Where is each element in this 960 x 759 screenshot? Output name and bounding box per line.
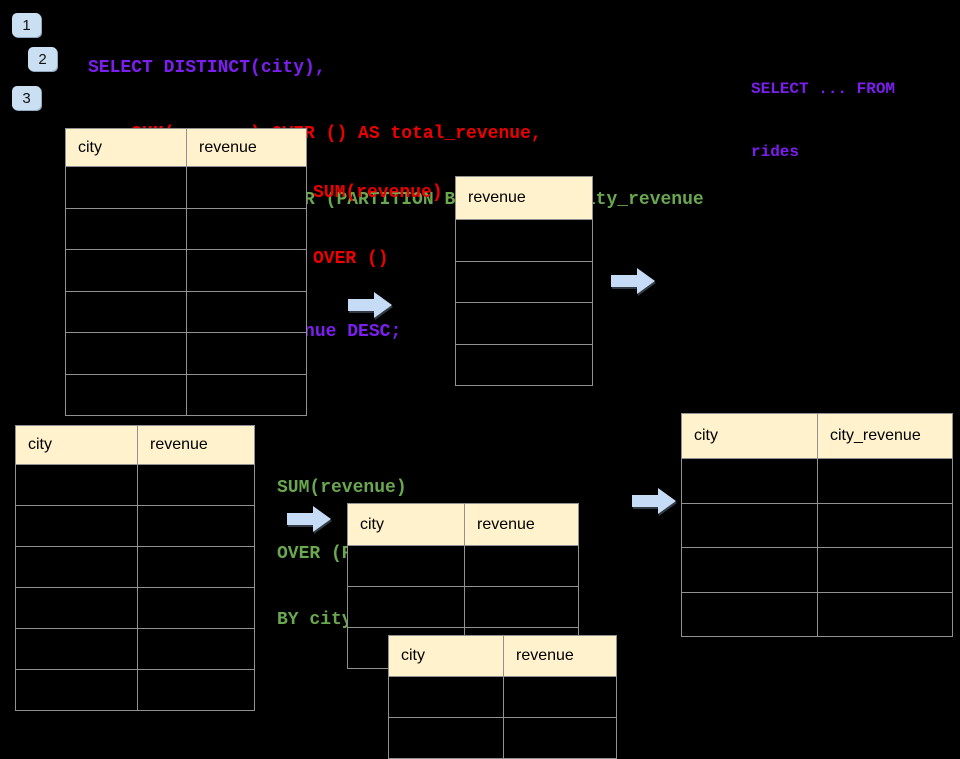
arrow-head (637, 268, 655, 294)
column-header-city-revenue: city_revenue (818, 414, 952, 458)
table-cell (16, 629, 137, 669)
table-cell (66, 374, 186, 415)
table-cell (16, 547, 137, 587)
table-cell (187, 250, 306, 291)
arrow-shaft (611, 275, 637, 287)
column-header-city: city (682, 414, 817, 458)
step-badge-3: 3 (12, 86, 41, 110)
table-cell (138, 465, 254, 505)
sql-code-line: SELECT DISTINCT(city), (88, 58, 326, 78)
step-badge-2-label: 2 (38, 50, 47, 68)
column-header-city: city (66, 129, 186, 166)
table-cell (818, 548, 952, 592)
annotation-line: SUM(revenue) (313, 183, 443, 203)
table-cell (66, 250, 186, 291)
table-cell (187, 208, 306, 249)
arrow-shaft (348, 299, 374, 311)
arrow-right-icon (348, 292, 392, 318)
table-cell (348, 587, 464, 627)
table-cell (66, 167, 186, 208)
arrow-shaft (632, 495, 658, 507)
table-cell (138, 547, 254, 587)
table-partition-overlap: city revenue (388, 635, 617, 759)
step-badge-1-label: 1 (22, 16, 31, 34)
table-total-revenue-result: revenue (455, 176, 593, 386)
step-badge-1: 1 (12, 13, 41, 37)
table-cell (818, 592, 952, 636)
table-cell (138, 670, 254, 710)
table-cell (465, 587, 578, 627)
table-cell (138, 588, 254, 628)
table-city-revenue-result: city city_revenue (681, 413, 953, 637)
column-header-revenue: revenue (187, 129, 306, 166)
annotation-line: OVER () (313, 249, 389, 269)
arrow-head (374, 292, 392, 318)
step-badge-2: 2 (28, 47, 57, 71)
table-cell (456, 344, 592, 385)
column-header-revenue: revenue (456, 177, 592, 219)
table-cell (456, 220, 592, 261)
table-cell (389, 718, 503, 758)
column-header-city: city (389, 636, 503, 676)
arrow-head (313, 506, 331, 532)
column-header-revenue: revenue (504, 636, 616, 676)
table-cell (682, 459, 817, 503)
table-cell (456, 261, 592, 302)
annotation-line: SUM(revenue) (277, 478, 407, 498)
table-cell (504, 718, 616, 758)
table-cell (682, 592, 817, 636)
table-cell (66, 291, 186, 332)
table-cell (682, 503, 817, 547)
arrow-head (658, 488, 676, 514)
column-header-city: city (348, 504, 464, 545)
table-cell (66, 333, 186, 374)
table-cell (682, 548, 817, 592)
table-cell (456, 303, 592, 344)
column-header-city: city (16, 426, 137, 464)
arrow-right-icon (632, 488, 676, 514)
annotation-sum-over-total: SUM(revenue) OVER () (313, 138, 443, 292)
table-cell (16, 506, 137, 546)
table-cell (16, 465, 137, 505)
table-cell (187, 333, 306, 374)
table-cell (138, 506, 254, 546)
table-rides-source-total: city revenue (65, 128, 307, 416)
arrow-right-icon (287, 506, 331, 532)
table-rides-source-partition: city revenue (15, 425, 255, 711)
table-cell (187, 291, 306, 332)
table-cell (818, 459, 952, 503)
table-cell (187, 167, 306, 208)
arrow-shaft (287, 513, 313, 525)
table-cell (504, 677, 616, 717)
column-header-revenue: revenue (465, 504, 578, 545)
step-badge-3-label: 3 (22, 89, 31, 107)
annotation-select-from-rides: SELECT ... FROM rides (751, 37, 895, 184)
table-cell (16, 588, 137, 628)
table-cell (348, 546, 464, 586)
table-cell (138, 629, 254, 669)
table-cell (818, 503, 952, 547)
arrow-right-icon (611, 268, 655, 294)
table-cell (465, 546, 578, 586)
table-cell (66, 208, 186, 249)
annotation-line: rides (751, 143, 800, 161)
annotation-line: SELECT ... FROM (751, 80, 896, 98)
table-cell (16, 670, 137, 710)
column-header-revenue: revenue (138, 426, 254, 464)
table-cell (187, 374, 306, 415)
table-cell (389, 677, 503, 717)
